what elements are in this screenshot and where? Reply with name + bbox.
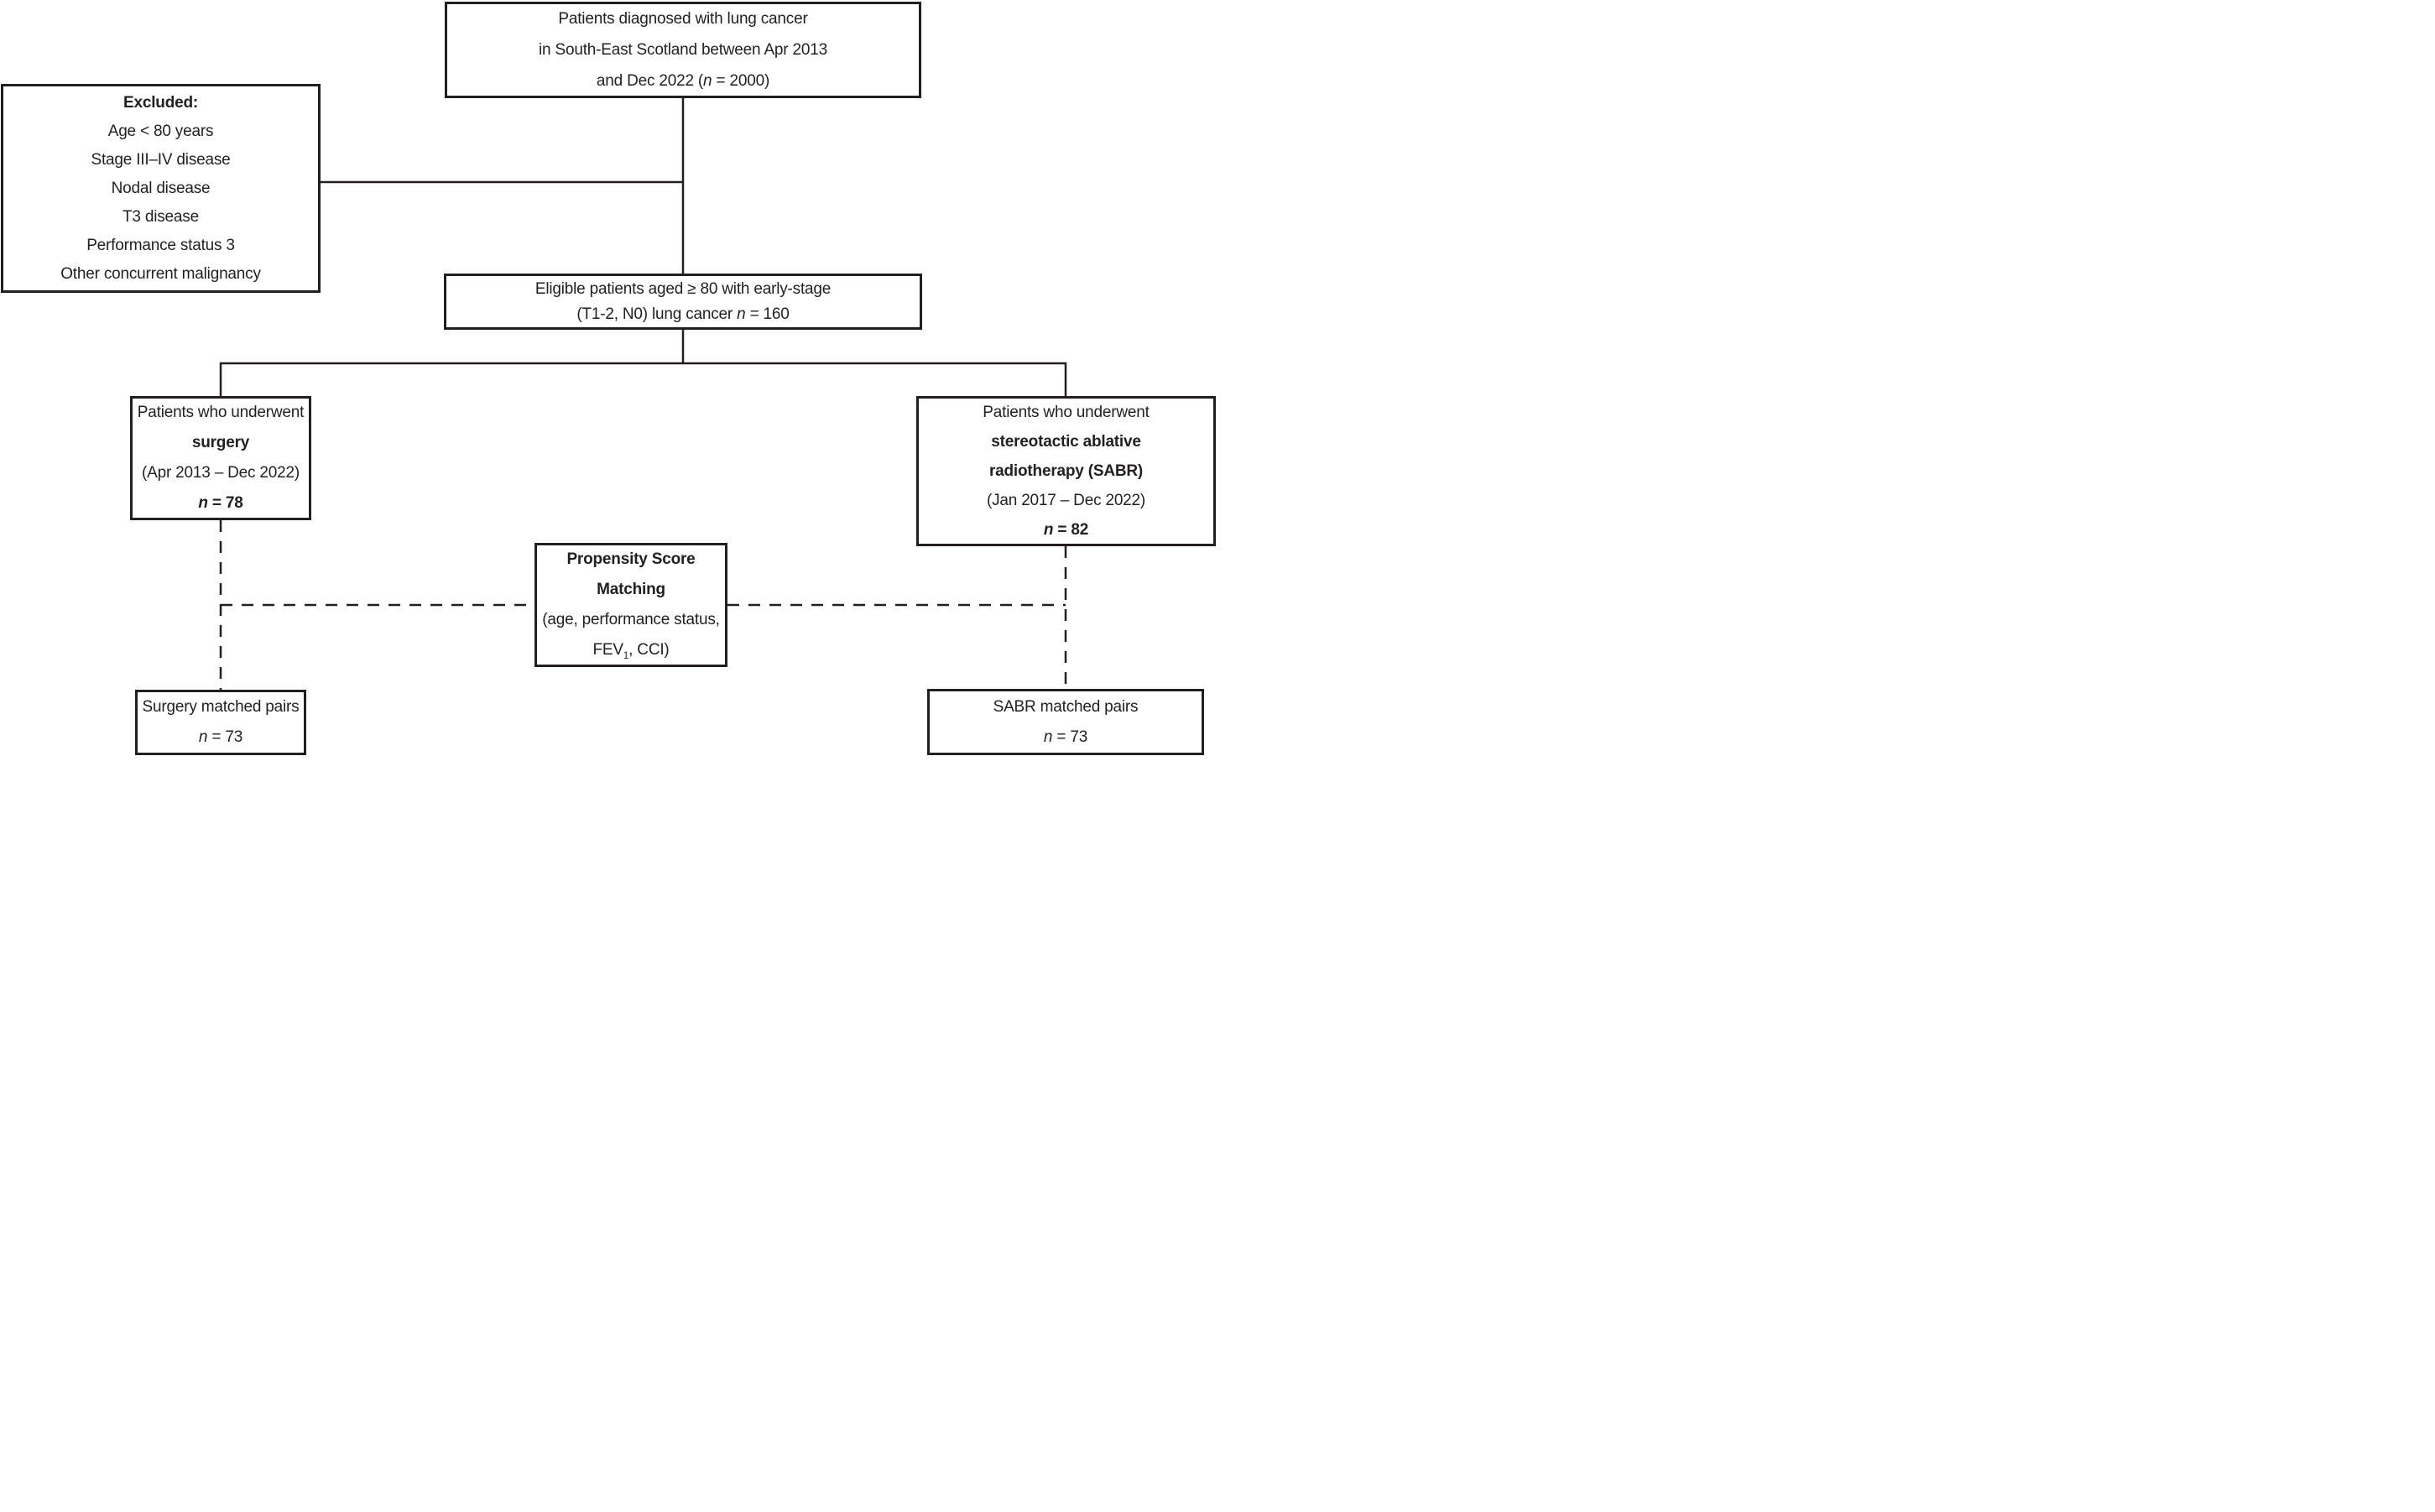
text-segment: , CCI) (628, 641, 670, 659)
sabr-matched-line-1: SABR matched pairs (993, 697, 1139, 716)
psm-line-3: (age, performance status, (542, 611, 720, 628)
psm-line-1: Propensity Score (566, 550, 696, 568)
sabr-matched-n-line: n = 73 (930, 722, 1202, 753)
source-line-1: Patients diagnosed with lung cancer (558, 10, 808, 28)
excluded-item: Stage III–IV disease (91, 150, 231, 169)
n-value: = 82 (1053, 521, 1089, 539)
propensity-score-matching-box: Propensity Score Matching (age, performa… (534, 543, 727, 667)
source-population-box: Patients diagnosed with lung cancer in S… (445, 2, 921, 98)
n-value: = 78 (207, 494, 243, 512)
sabr-line-1: Patients who underwent (983, 404, 1150, 421)
text-segment: and Dec 2022 ( (596, 72, 704, 90)
sabr-line-2: stereotactic ablative (991, 433, 1141, 451)
excluded-item: Performance status 3 (86, 236, 235, 254)
n-symbol: n (198, 728, 208, 746)
excluded-item: Age < 80 years (107, 122, 214, 140)
n-symbol: n (703, 72, 712, 90)
surgery-arm-box: Patients who underwent surgery (Apr 2013… (130, 396, 311, 520)
excluded-item: Nodal disease (111, 179, 211, 197)
excluded-box: Excluded: Age < 80 years Stage III–IV di… (1, 84, 321, 293)
sabr-matched-pairs-box: SABR matched pairs n = 73 (927, 689, 1204, 755)
surgery-n-line: n = 78 (133, 488, 309, 519)
sabr-n-line: n = 82 (919, 515, 1213, 545)
surgery-line-3: (Apr 2013 – Dec 2022) (141, 464, 300, 482)
surgery-matched-n-line: n = 73 (138, 722, 304, 753)
excluded-item: T3 disease (123, 207, 199, 226)
surgery-matched-pairs-box: Surgery matched pairs n = 73 (135, 690, 306, 755)
eligible-line-2: (T1-2, N0) lung cancer n = 160 (446, 302, 920, 327)
excluded-heading: Excluded: (123, 93, 198, 112)
n-symbol: n (737, 305, 746, 323)
surgery-line-2: surgery (191, 434, 250, 451)
subscript-1: 1 (623, 649, 629, 661)
n-symbol: n (1043, 727, 1053, 746)
text-segment: = 2000) (712, 72, 770, 90)
text-segment: (T1-2, N0) lung cancer (576, 305, 738, 323)
n-value: = 73 (207, 728, 243, 746)
excluded-item: Other concurrent malignancy (60, 264, 261, 283)
surgery-matched-line-1: Surgery matched pairs (142, 698, 300, 716)
n-value: = 73 (1052, 727, 1088, 746)
psm-line-2: Matching (597, 581, 665, 598)
eligible-line-1: Eligible patients aged ≥ 80 with early-s… (534, 279, 832, 298)
n-symbol: n (1043, 521, 1054, 539)
eligible-patients-box: Eligible patients aged ≥ 80 with early-s… (444, 274, 922, 330)
source-line-2: in South-East Scotland between Apr 2013 (539, 41, 827, 59)
n-symbol: n (198, 494, 208, 512)
text-segment: = 160 (745, 305, 790, 323)
connector-split-branches (219, 362, 1067, 396)
surgery-line-1: Patients who underwent (137, 404, 305, 421)
psm-line-4: FEV1, CCI) (537, 635, 725, 665)
sabr-line-3: radiotherapy (SABR) (988, 462, 1144, 480)
source-line-3: and Dec 2022 (n = 2000) (447, 65, 919, 96)
sabr-arm-box: Patients who underwent stereotactic abla… (916, 396, 1216, 546)
flow-diagram: Patients diagnosed with lung cancer in S… (0, 0, 1218, 756)
text-segment: FEV (592, 641, 623, 659)
sabr-line-4: (Jan 2017 – Dec 2022) (986, 492, 1146, 509)
